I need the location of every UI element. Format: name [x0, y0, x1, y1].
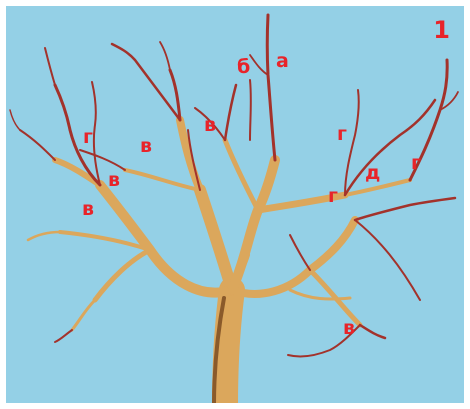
label-g-right-mid: г: [328, 187, 338, 206]
tree-illustration: 1 а б в в г в в г г д г в: [6, 6, 464, 403]
scaffold-center: [232, 160, 275, 290]
trunk: [225, 290, 232, 403]
shoot-v-bottom: [360, 325, 385, 338]
tree-drawing: [6, 6, 464, 403]
label-v-center-left: в: [140, 137, 152, 156]
label-g-right-top: г: [337, 125, 347, 144]
label-v-bottom-right: в: [343, 319, 355, 338]
label-d-right: д: [365, 164, 380, 183]
leader-shoot-a: [267, 15, 275, 160]
label-v-left-mid: в: [108, 171, 120, 190]
scaffold-left-center: [200, 190, 232, 290]
shoot-b: [225, 85, 236, 140]
label-v-center: в: [204, 116, 216, 135]
label-v-left-low: в: [82, 200, 94, 219]
label-b: б: [237, 58, 250, 77]
old-wood: [28, 120, 410, 403]
label-a: а: [276, 52, 289, 71]
figure-number: 1: [433, 16, 450, 44]
label-g-right: г: [411, 154, 421, 173]
label-g-left: г: [83, 128, 93, 147]
